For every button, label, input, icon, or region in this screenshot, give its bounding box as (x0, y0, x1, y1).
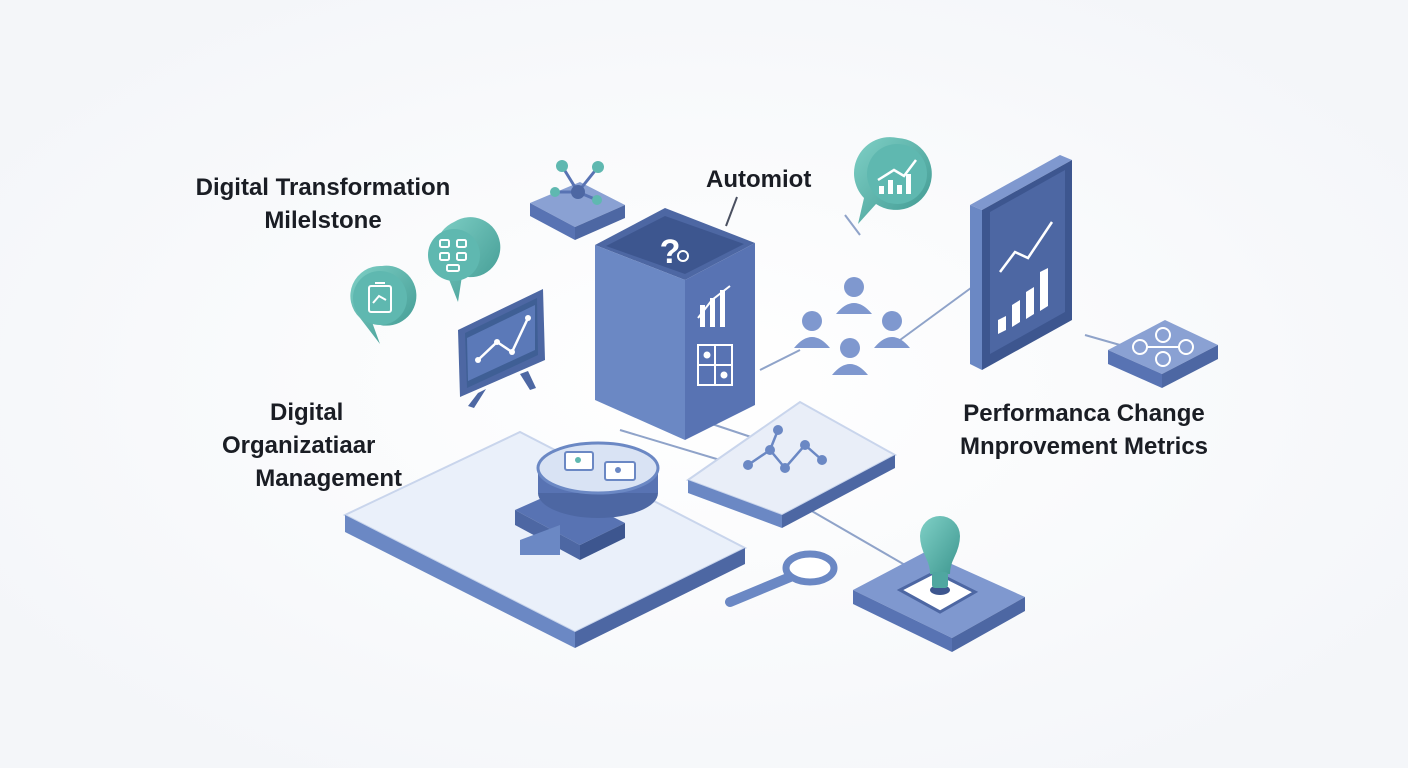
milestone-label: Digital Transformation Milelstone (166, 171, 480, 237)
svg-text:?: ? (660, 233, 681, 271)
milestone-label-line-1: Digital Transformation (195, 174, 451, 201)
clipboard-bubble-icon (350, 265, 417, 344)
line-chart-monitor-icon (458, 289, 545, 408)
bar-chart-panel-icon (970, 155, 1072, 370)
performance-label: Performanca Change Mnprovement Metrics (930, 397, 1238, 463)
people-group-icon (794, 277, 910, 375)
milestone-label-line-2: Milelstone (264, 207, 382, 234)
chart-bubble-icon (853, 137, 932, 224)
automation-label-line-1: Automiot (706, 166, 812, 193)
performance-label-line-2: Mnprovement Metrics (959, 433, 1209, 460)
organization-label: Digital Organizatiaar Management (200, 396, 402, 495)
org-chart-tile-icon (1108, 320, 1218, 388)
magnifier-icon (725, 550, 838, 607)
automation-box: ? (595, 208, 755, 440)
graph-nodes-tile-icon (685, 400, 898, 528)
circuit-grid-icon (697, 344, 733, 386)
organization-label-line-2: Organizatiaar (222, 432, 376, 459)
automation-leader-line (725, 196, 738, 227)
network-tile (530, 160, 625, 240)
lightbulb-icon (853, 516, 1025, 652)
organization-label-line-3: Management (255, 465, 402, 492)
question-mark-icon: ? (660, 233, 689, 271)
automation-label: Automiot (706, 163, 811, 196)
bar-chart-icon (697, 285, 731, 327)
performance-label-line-1: Performanca Change (963, 400, 1205, 427)
network-node-icon (550, 160, 604, 205)
organization-label-line-1: Digital (270, 399, 344, 426)
hub-device (515, 441, 660, 560)
flowchart-bubble-icon (428, 217, 501, 302)
